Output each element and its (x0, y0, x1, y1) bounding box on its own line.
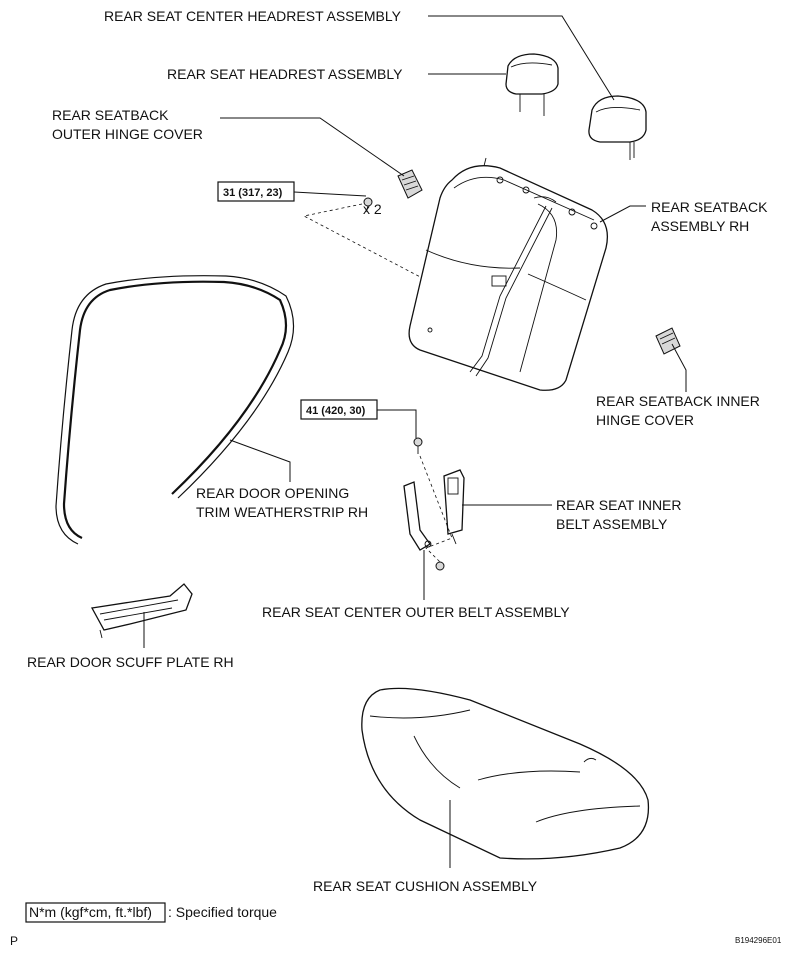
weatherstrip-illustration (55, 275, 295, 545)
center-headrest-label: REAR SEAT CENTER HEADREST ASSEMBLY (104, 8, 402, 24)
outer-hinge-cover-leader (220, 117, 405, 177)
torque-box-1 (217, 181, 295, 202)
inner-hinge-cover-illustration (655, 327, 681, 355)
center-headrest-leader (428, 15, 615, 101)
bolt-icon-2 (413, 437, 423, 454)
weatherstrip-label-line2: TRIM WEATHERSTRIP RH (196, 504, 368, 520)
figure-code: B194296E01 (735, 936, 782, 945)
scuff-plate-illustration (90, 583, 193, 639)
bolt-dashed-path (302, 203, 427, 281)
weatherstrip-leader (229, 439, 291, 482)
scuff-plate-label: REAR DOOR SCUFF PLATE RH (27, 654, 234, 670)
belt-dashed-path (419, 455, 453, 565)
cushion-illustration (361, 687, 650, 860)
footer-page-marker: P (10, 934, 18, 948)
seatback-label-line1: REAR SEATBACK (651, 199, 768, 215)
cushion-label: REAR SEAT CUSHION ASSEMBLY (313, 878, 538, 894)
center-headrest-illustration (588, 95, 647, 160)
torque-2-leader (377, 409, 417, 438)
weatherstrip-label-line1: REAR DOOR OPENING (196, 485, 349, 501)
inner-hinge-cover-label-line1: REAR SEATBACK INNER (596, 393, 760, 409)
inner-belt-label-line2: BELT ASSEMBLY (556, 516, 668, 532)
inner-hinge-cover-leader (671, 343, 687, 392)
inner-hinge-cover-label-line2: HINGE COVER (596, 412, 694, 428)
torque-value-2: 41 (420, 30) (306, 405, 366, 417)
outer-hinge-cover-label-line2: OUTER HINGE COVER (52, 126, 203, 142)
seatback-leader (599, 205, 646, 223)
legend-torque-unit: N*m (kgf*cm, ft.*lbf) (29, 904, 152, 920)
headrest-illustration (505, 53, 559, 116)
seatback-illustration (408, 157, 609, 391)
torque-1-leader (293, 191, 367, 197)
inner-belt-label-line1: REAR SEAT INNER (556, 497, 682, 513)
outer-hinge-cover-label-line1: REAR SEATBACK (52, 107, 169, 123)
legend-torque-description: : Specified torque (168, 904, 277, 920)
legend-torque-box (25, 902, 166, 923)
bolt-icon (363, 197, 373, 213)
bolt-quantity: x 2 (363, 201, 382, 217)
center-outer-belt-label: REAR SEAT CENTER OUTER BELT ASSEMBLY (262, 604, 570, 620)
torque-value-1: 31 (317, 23) (223, 187, 283, 199)
seatback-label-line2: ASSEMBLY RH (651, 218, 749, 234)
center-outer-belt-illustration (403, 481, 445, 571)
outer-hinge-cover-illustration (397, 169, 423, 199)
headrest-label: REAR SEAT HEADREST ASSEMBLY (167, 66, 403, 82)
inner-belt-illustration (443, 469, 465, 545)
